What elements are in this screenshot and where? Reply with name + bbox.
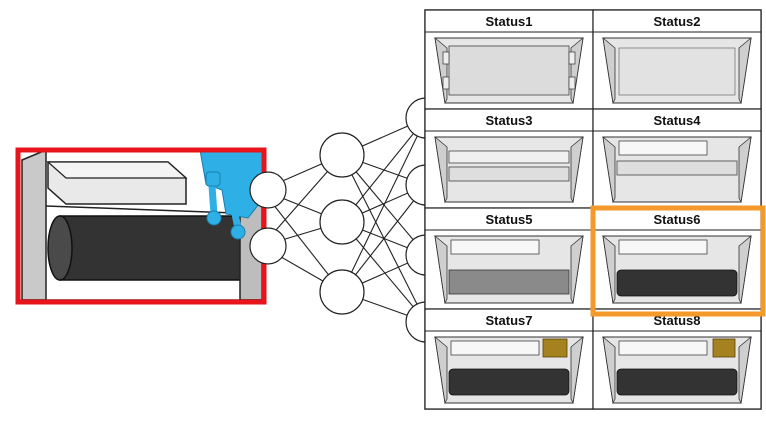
box-icon: [542, 338, 568, 358]
hidden-node: [319, 269, 365, 315]
status-label: Status8: [654, 313, 701, 328]
hidden-node: [319, 199, 365, 245]
status-cell-6: Status6: [592, 207, 762, 310]
status-label: Status5: [486, 212, 533, 227]
status-label: Status1: [486, 14, 533, 29]
status-label: Status6: [654, 212, 701, 227]
status-cell-8: Status8: [592, 308, 762, 410]
selected-status-frame: [590, 205, 766, 317]
status-cell-2: Status2: [592, 9, 762, 110]
status-label: Status2: [654, 14, 701, 29]
input-image: [15, 147, 267, 305]
cylinder-icon: [616, 269, 738, 297]
status-label: Status7: [486, 313, 533, 328]
status-cell-1: Status1: [424, 9, 594, 110]
box-icon: [712, 338, 736, 358]
hidden-node: [319, 132, 365, 178]
status-cell-4: Status4: [592, 108, 762, 209]
cylinder-icon: [616, 368, 738, 396]
cylinder-icon: [448, 368, 570, 396]
neural-network: [249, 59, 447, 351]
status-cell-3: Status3: [424, 108, 594, 209]
input-node: [249, 171, 287, 209]
input-node: [249, 227, 287, 265]
status-cell-5: Status5: [424, 207, 594, 310]
input-frame: [15, 147, 267, 305]
status-cell-7: Status7: [424, 308, 594, 410]
status-label: Status4: [654, 113, 702, 128]
robot-gripper-icon: [199, 149, 263, 240]
status-label: Status3: [486, 113, 533, 128]
